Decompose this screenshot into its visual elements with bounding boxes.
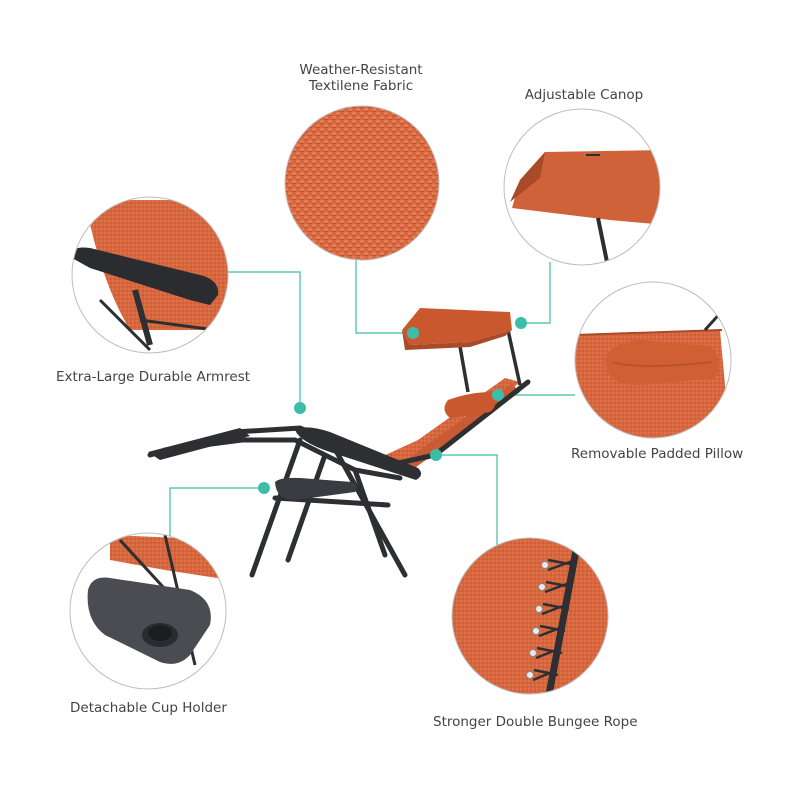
canopy-dot bbox=[515, 317, 527, 329]
armrest-connector bbox=[228, 271, 301, 408]
cup-dot bbox=[258, 482, 270, 494]
pillow-label: Removable Padded Pillow bbox=[571, 446, 744, 462]
fabric-texture-detail-icon bbox=[284, 105, 440, 261]
fabric-label-line1: Weather-Resistant bbox=[299, 62, 423, 78]
cup-connector bbox=[169, 487, 264, 545]
callout-dots bbox=[258, 317, 527, 494]
cup-holder-label: Detachable Cup Holder bbox=[70, 700, 227, 716]
chair-pillow bbox=[444, 392, 496, 418]
chair-armrest bbox=[295, 427, 422, 480]
chair-canopy bbox=[402, 308, 522, 393]
canopy-connector bbox=[521, 262, 551, 324]
cup-holder-detail-icon bbox=[69, 532, 227, 690]
connector-lines bbox=[169, 258, 575, 548]
pillow-detail-icon bbox=[574, 281, 732, 439]
bungee-label: Stronger Double Bungee Rope bbox=[433, 714, 638, 730]
armrest-dot bbox=[294, 402, 306, 414]
pillow-dot bbox=[492, 389, 504, 401]
chair-cup-holder bbox=[275, 477, 357, 500]
fabric-dot bbox=[407, 327, 419, 339]
bungee-dot bbox=[430, 449, 442, 461]
fabric-label-line2: Textilene Fabric bbox=[308, 78, 414, 94]
bungee-detail-icon bbox=[451, 537, 609, 695]
bungee-connector bbox=[436, 454, 498, 548]
fabric-connector bbox=[355, 258, 413, 334]
fabric-label: Weather-Resistant Textilene Fabric bbox=[299, 62, 422, 94]
armrest-detail-icon bbox=[71, 196, 229, 354]
canopy-detail-icon bbox=[503, 108, 661, 266]
zero-gravity-chair bbox=[147, 308, 531, 578]
armrest-label: Extra-Large Durable Armrest bbox=[56, 369, 251, 385]
canopy-label: Adjustable Canop bbox=[524, 87, 644, 103]
